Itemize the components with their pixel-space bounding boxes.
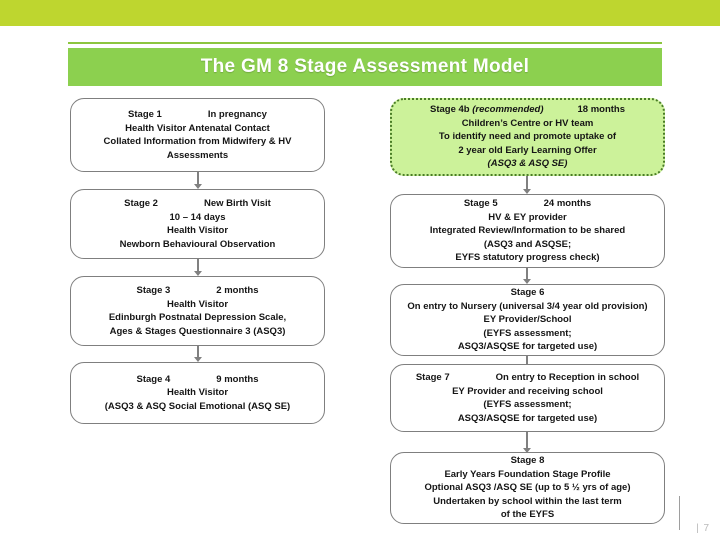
page-number: | 7 [696, 523, 710, 534]
stage-box-stage-8[interactable]: Stage 8 Early Years Foundation Stage Pro… [390, 452, 665, 524]
stage-2-line-2: Health Visitor [166, 225, 229, 236]
stage-6-header: Stage 6 [510, 287, 545, 299]
page-title: The GM 8 Stage Assessment Model [200, 56, 530, 77]
stage-8-line-3: Undertaken by school within the last ter… [433, 495, 622, 507]
stage-2-line-1: 10 – 14 days [169, 211, 226, 223]
title-banner: The GM 8 Stage Assessment Model [68, 48, 662, 86]
connector-arrow-1-2 [193, 172, 203, 189]
connector-arrow-5-6 [522, 268, 532, 284]
stage-8-line-1: Early Years Foundation Stage Profile [444, 468, 611, 480]
stage-6-line-2: EY Provider/School [483, 314, 572, 326]
stage-box-stage-4b[interactable]: Stage 4b (recommended)18 months Children… [390, 98, 665, 176]
stage-8-line-4: of the EYFS [500, 509, 555, 521]
stage-box-stage-6[interactable]: Stage 6 On entry to Nursery (universal 3… [390, 284, 665, 356]
stage-3-line-1: Health Visitor [166, 298, 229, 310]
stage-6-line-4: ASQ3/ASQSE for targeted use) [457, 341, 598, 353]
stage-5-line-3: (ASQ3 and ASQSE; [483, 238, 572, 250]
stage-4b-header: Stage 4b (recommended)18 months [429, 104, 626, 116]
connector-arrow-2-3 [193, 259, 203, 276]
stage-6-line-1: On entry to Nursery (universal 3/4 year … [407, 300, 648, 312]
stage-2-line-3: Newborn Behavioural Observation [119, 238, 276, 250]
stage-7-line-1: EY Provider and receiving school [452, 385, 603, 397]
top-decorative-bar [0, 0, 720, 26]
stage-4b-line-4: (ASQ3 & ASQ SE) [487, 158, 568, 170]
stage-4-line-2: (ASQ3 & ASQ Social Emotional (ASQ SE) [104, 400, 291, 412]
stage-3-line-3: Ages & Stages Questionnaire 3 (ASQ3) [109, 325, 286, 337]
stage-4-line-1: Health Visitor [166, 387, 229, 399]
stage-1-line-2: Collated Information from Midwifery & HV [103, 136, 292, 147]
stage-6-line-3: (EYFS assessment; [483, 327, 572, 339]
stage-4b-line-2: To identify need and promote uptake of [438, 131, 617, 143]
stage-8-header: Stage 8 [510, 455, 545, 467]
stage-5-line-4: EYFS statutory progress check) [455, 252, 600, 264]
stage-4b-line-3: 2 year old Early Learning Offer [458, 144, 597, 156]
stage-1-line-3: Assessments [166, 149, 229, 161]
stage-1-line-1: Health Visitor Antenatal Contact [125, 122, 270, 134]
stage-7-line-2: (EYFS assessment; [483, 399, 572, 410]
page-marker-rule [678, 496, 680, 530]
header-rule [68, 42, 662, 44]
connector-arrow-4b-5 [522, 176, 532, 194]
stage-8-line-2: Optional ASQ3 /ASQ SE (up to 5 ½ yrs of … [424, 482, 631, 494]
connector-arrow-7-8 [522, 432, 532, 453]
stage-5-line-1: HV & EY provider [488, 211, 567, 223]
stage-5-line-2: Integrated Review/Information to be shar… [429, 225, 626, 237]
stage-7-line-3: ASQ3/ASQSE for targeted use) [457, 412, 598, 424]
connector-arrow-3-4 [193, 346, 203, 362]
stage-3-line-2: Edinburgh Postnatal Depression Scale, [108, 312, 287, 323]
stage-4b-line-1: Children’s Centre or HV team [461, 117, 594, 129]
